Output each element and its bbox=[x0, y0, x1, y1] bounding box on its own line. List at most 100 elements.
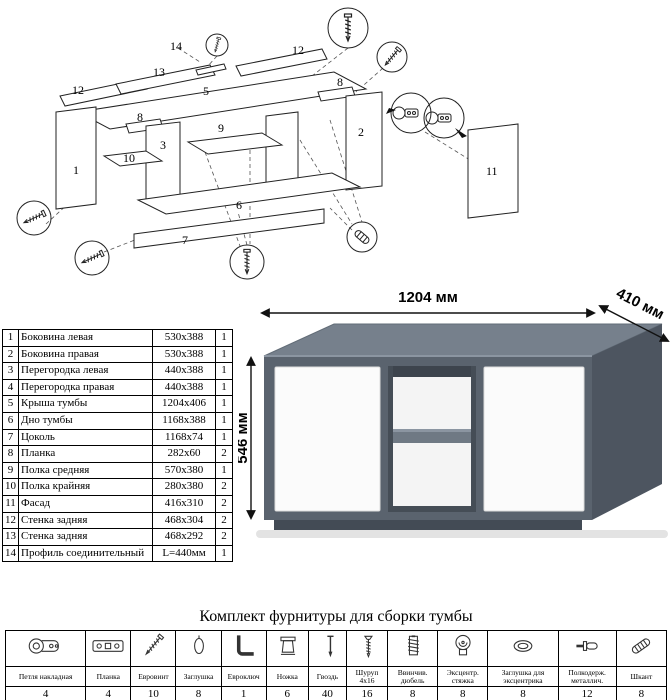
cam-lock-icon bbox=[437, 630, 489, 667]
hardware-item-qty: 4 bbox=[85, 686, 132, 700]
hardware-item-name: Эксцентр. стяжка bbox=[437, 666, 489, 687]
part-size: 1204x406 bbox=[152, 395, 216, 413]
part-label-12b: 12 bbox=[292, 43, 304, 57]
part-name: Боковина правая bbox=[18, 345, 153, 364]
part-size: 1168x388 bbox=[152, 411, 216, 430]
dowel-glyph bbox=[354, 230, 370, 244]
hardware-item-name: Заглушка для эксцентрика bbox=[487, 666, 559, 687]
part-name: Полка средняя bbox=[18, 461, 153, 480]
hardware-item-qty: 10 bbox=[130, 686, 177, 700]
part-number: 2 bbox=[2, 345, 19, 364]
part-name: Дно тумбы bbox=[18, 411, 153, 430]
height-dimension-label: 546 мм bbox=[238, 412, 251, 463]
hardware-item-name: Ввинчив. дюбель bbox=[387, 666, 439, 687]
part-name: Перегородка левая bbox=[18, 362, 153, 380]
hinge-detail-circle bbox=[390, 92, 432, 134]
hardware-item-qty: 8 bbox=[615, 686, 668, 700]
part-size: 282x60 bbox=[152, 445, 216, 463]
opening-top-shadow bbox=[388, 366, 476, 377]
left-door bbox=[274, 366, 381, 512]
middle-shelf-top bbox=[393, 429, 471, 433]
part-name: Крыша тумбы bbox=[18, 395, 153, 413]
hinge-detail-circle bbox=[423, 97, 465, 139]
fastener-callouts bbox=[16, 7, 408, 280]
arrow-to-side bbox=[386, 108, 396, 114]
part-name: Стенка задняя bbox=[18, 511, 153, 530]
part-label-9: 9 bbox=[218, 121, 224, 135]
shelf-10 bbox=[102, 150, 164, 167]
cabinet-right-side bbox=[592, 324, 662, 520]
hardware-item-name: Гвоздь bbox=[307, 666, 347, 687]
callout-circle bbox=[74, 240, 110, 276]
hardware-item-qty: 6 bbox=[265, 686, 309, 700]
detail-arrows bbox=[386, 108, 467, 138]
callout-circle bbox=[205, 33, 229, 57]
hex-key-icon bbox=[220, 630, 267, 667]
hardware-item-name: Заглушка bbox=[175, 666, 222, 687]
callout-circle bbox=[376, 41, 408, 73]
callout-circle bbox=[327, 7, 369, 49]
part-name: Стенка задняя bbox=[18, 528, 153, 546]
part-label-12: 12 bbox=[72, 83, 84, 97]
part-qty: 2 bbox=[215, 511, 233, 530]
part-label-5: 5 bbox=[203, 84, 209, 98]
right-door bbox=[483, 366, 585, 512]
part-label-1: 1 bbox=[73, 163, 79, 177]
cabinet-render: 1204 мм 410 мм 546 мм bbox=[238, 286, 670, 538]
part-size: 530x388 bbox=[152, 345, 216, 364]
nail-icon bbox=[307, 630, 347, 667]
part-size: 530x388 bbox=[152, 329, 216, 347]
part-number: 12 bbox=[2, 511, 19, 530]
side-panel-2 bbox=[345, 91, 383, 191]
part-name: Профиль соединительный bbox=[18, 544, 153, 563]
part-label-3: 3 bbox=[160, 138, 166, 152]
part-qty: 2 bbox=[215, 478, 233, 496]
part-size: 468x292 bbox=[152, 528, 216, 546]
part-label-8b: 8 bbox=[337, 75, 343, 89]
screw-icon bbox=[345, 630, 389, 667]
partition-3 bbox=[145, 121, 181, 205]
part-size: 440x388 bbox=[152, 378, 216, 397]
mounting-plate-icon bbox=[85, 630, 132, 667]
part-name: Планка bbox=[18, 445, 153, 463]
exploded-view-diagram: 14 13 12 5 12 8 8 9 3 10 1 2 6 7 11 bbox=[16, 7, 519, 280]
callout-circle bbox=[346, 221, 378, 253]
part-size: 468x304 bbox=[152, 511, 216, 530]
depth-dimension-arrow bbox=[598, 305, 670, 342]
part-qty: 1 bbox=[215, 411, 233, 430]
part-number: 7 bbox=[2, 428, 19, 447]
part-qty: 1 bbox=[215, 345, 233, 364]
part-name: Фасад bbox=[18, 494, 153, 513]
hardware-kit-title: Комплект фурнитуры для сборки тумбы bbox=[199, 608, 473, 625]
part-number: 10 bbox=[2, 478, 19, 496]
connecting-profile-14 bbox=[195, 63, 227, 76]
part-number: 13 bbox=[2, 528, 19, 546]
hinge-icon bbox=[4, 630, 87, 667]
part-label-7: 7 bbox=[182, 233, 188, 247]
shelf-support-icon bbox=[557, 630, 617, 667]
part-qty: 2 bbox=[215, 528, 233, 546]
back-panel-12-right bbox=[235, 48, 328, 77]
leg-icon bbox=[265, 630, 309, 667]
part-label-8: 8 bbox=[137, 110, 143, 124]
hardware-item-name: Петля накладная bbox=[4, 666, 87, 687]
cabinet-top-face bbox=[263, 323, 663, 357]
part-size: 416x310 bbox=[152, 494, 216, 513]
screw-dowel-icon bbox=[387, 630, 439, 667]
euro-screw-icon bbox=[130, 630, 177, 667]
floor-shadow bbox=[256, 530, 668, 538]
hinge-glyph bbox=[392, 106, 419, 120]
part-number: 5 bbox=[2, 395, 19, 413]
part-number: 11 bbox=[2, 494, 19, 513]
